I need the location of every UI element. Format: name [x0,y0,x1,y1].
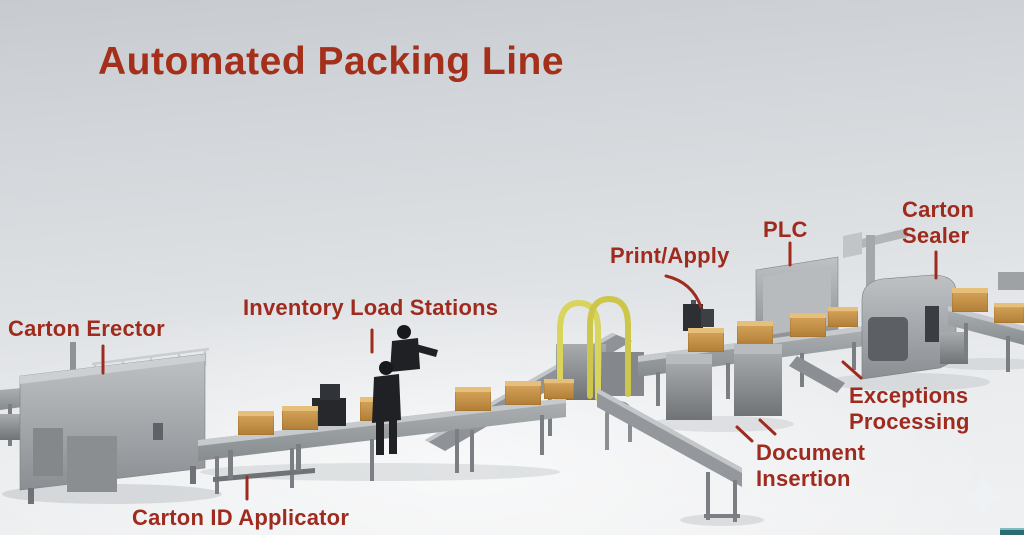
diagram-title: Automated Packing Line [98,40,565,83]
exit-conveyor [948,272,1024,372]
carton [505,381,541,405]
document-insertion-conveyor [597,388,742,522]
sealer-support-arm [843,228,908,305]
safety-arches [557,295,631,403]
leader-exceptions-processing [841,360,863,380]
carton-erector-machine [19,342,210,504]
carton [994,303,1024,323]
carton-id-applicator-stand [213,444,315,482]
exceptions-slide [789,356,845,393]
label-plc: PLC [763,217,808,242]
station-cabinets [666,344,782,420]
worker-upper [390,325,438,372]
carton [544,379,574,399]
leader-document-insertion-2 [758,418,777,436]
label-inventory-load-stations: Inventory Load Stations [243,295,499,320]
leader-print-apply [664,274,703,309]
carton [688,328,724,352]
carton [282,406,318,430]
corner-progress-fragment [1000,528,1024,535]
worker-figures [372,325,438,455]
worker-lower [372,361,401,455]
label-print-apply: Print/Apply [610,243,730,268]
carton-sealer-machine [861,274,968,380]
carton [828,307,858,327]
print-head [683,304,703,331]
leader-lines [101,241,938,501]
carton [238,411,274,435]
carton [952,288,988,312]
carton [455,387,491,411]
document-insertion-station [666,360,712,420]
exceptions-station [734,350,782,416]
label-document-insertion: Document Insertion [756,440,866,491]
leader-document-insertion-1 [735,425,754,443]
label-carton-sealer: Carton Sealer [902,197,975,248]
carton [737,321,773,345]
label-carton-erector: Carton Erector [8,316,165,341]
carton [790,313,826,337]
sealer-tunnel [868,317,908,361]
label-exceptions-processing: Exceptions Processing [849,383,970,434]
sparkle-icon [962,474,1004,520]
label-carton-id-applicator: Carton ID Applicator [132,505,350,530]
